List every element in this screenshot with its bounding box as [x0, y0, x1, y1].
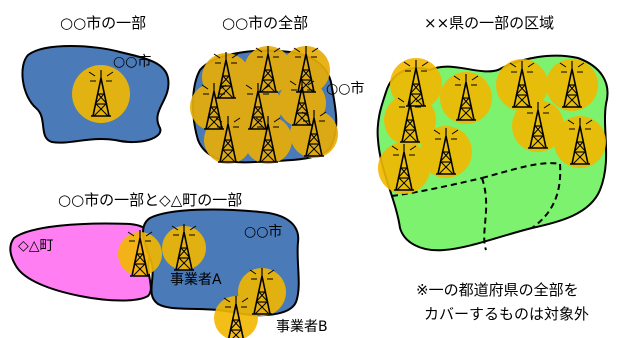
- operator-a-label: 事業者A: [170, 272, 222, 288]
- town-label: ◇△町: [18, 238, 54, 254]
- panel-city-town-part: ○○市の一部と◇△町の一部 ◇△町 ○○市 事業者A 事業者B: [9, 191, 328, 338]
- panel-prefecture-part: ××県の一部の区域: [376, 14, 609, 252]
- panel-city-part-title: ○○市の一部: [60, 14, 146, 32]
- exclusion-note: ※一の都道府県の全部を カバーするものは対象外: [416, 281, 589, 323]
- panel-city-part: ○○市の一部 ○○市: [21, 14, 170, 144]
- note-line-1: ※一の都道府県の全部を: [416, 281, 579, 299]
- operator-b-label: 事業者B: [276, 319, 328, 335]
- panel-city-town-part-title: ○○市の一部と◇△町の一部: [58, 191, 242, 209]
- city-label: ○○市: [326, 80, 364, 97]
- panel-city-whole-title: ○○市の全部: [222, 14, 308, 32]
- town-region: [9, 222, 155, 302]
- district-boundaries: [391, 162, 562, 251]
- coverage-circles: [378, 58, 606, 194]
- note-line-2: カバーするものは対象外: [424, 305, 589, 323]
- city-label: ○○市: [244, 223, 282, 240]
- panel-prefecture-part-title: ××県の一部の区域: [424, 14, 554, 32]
- panel-city-whole: ○○市の全部 ○○市: [190, 14, 364, 164]
- city-label: ○○市: [113, 53, 151, 70]
